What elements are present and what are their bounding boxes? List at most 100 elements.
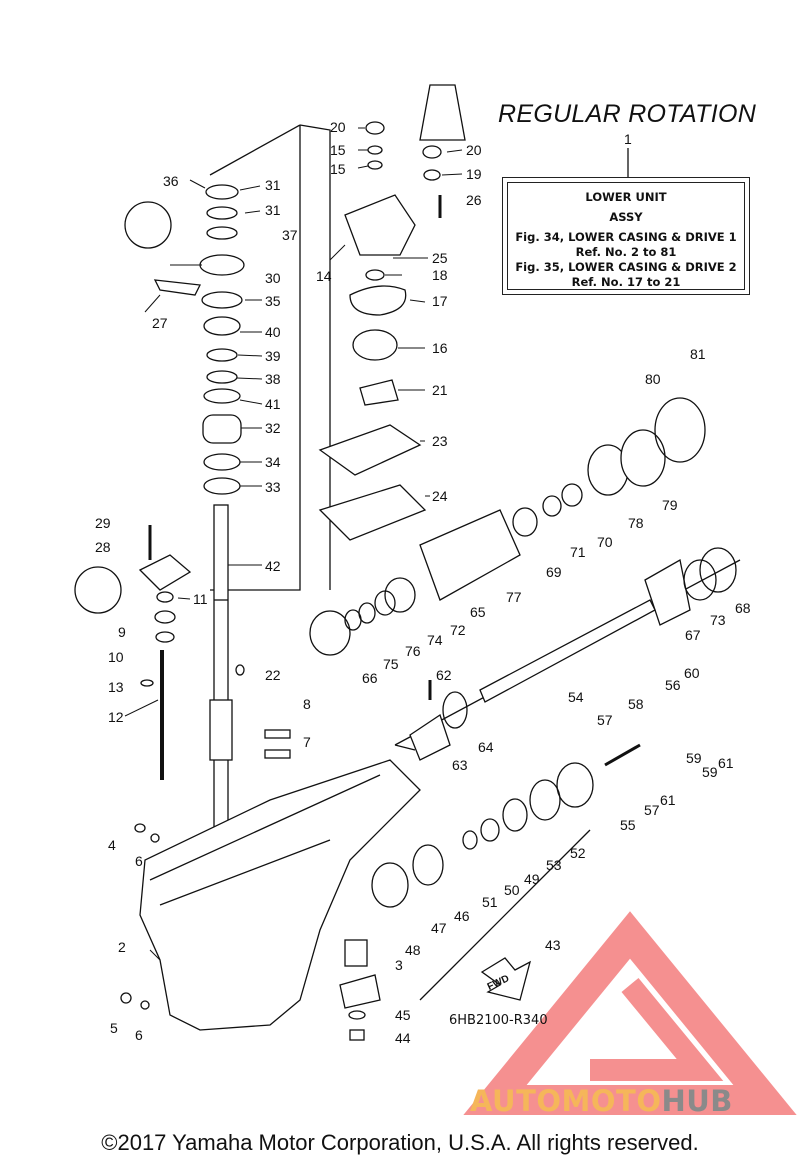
callout-65: 65 [470, 604, 486, 620]
lower-casing [139, 759, 421, 1031]
callout-80: 80 [645, 371, 661, 387]
callout-24: 24 [432, 488, 448, 504]
part-64 [442, 691, 468, 729]
callout-81: 81 [690, 346, 706, 362]
part-54 [479, 599, 656, 703]
callout-27: 27 [152, 315, 168, 331]
part-36 [205, 184, 239, 200]
callout-7: 7 [303, 734, 311, 750]
callout-13: 13 [108, 679, 124, 695]
watermark-text: AUTOMOTOHUB [470, 1084, 733, 1118]
part-35 [201, 291, 243, 309]
part-44 [349, 1029, 365, 1041]
part-27 [153, 279, 201, 296]
callout-74: 74 [427, 632, 443, 648]
callout-29: 29 [95, 515, 111, 531]
callout-35: 35 [265, 293, 281, 309]
callout-30: 30 [265, 270, 281, 286]
callout-76: 76 [405, 643, 421, 659]
callout-63: 63 [452, 757, 468, 773]
callout-1: 1 [624, 131, 632, 147]
callout-71: 71 [570, 544, 586, 560]
callout-5: 5 [110, 1020, 118, 1036]
part-46 [412, 844, 444, 886]
part-31a [206, 206, 238, 220]
callout-45: 45 [395, 1007, 411, 1023]
part-79 [620, 429, 666, 487]
part-76 [358, 602, 376, 624]
part-6a [150, 833, 160, 843]
part-15a [367, 145, 383, 155]
callout-41: 41 [265, 396, 281, 412]
callout-20b: 20 [466, 142, 482, 158]
part-55 [604, 743, 641, 767]
part-63 [409, 713, 451, 761]
diagram-title: REGULAR ROTATION [498, 100, 757, 128]
part-10 [155, 631, 175, 643]
part-16 [352, 329, 398, 361]
callout-11: 11 [193, 591, 208, 607]
part-24 [318, 484, 427, 541]
callout-51: 51 [482, 894, 498, 910]
callout-64: 64 [478, 739, 494, 755]
callout-39: 39 [265, 348, 281, 364]
callout-75: 75 [383, 656, 399, 672]
part-80 [654, 397, 706, 463]
callout-34: 34 [265, 454, 281, 470]
part-45 [348, 1010, 366, 1020]
callout-25: 25 [432, 250, 448, 266]
part-72 [384, 577, 416, 613]
detail-inset-clip [74, 566, 122, 614]
part-65 [419, 509, 521, 601]
ref-line-4: Ref. No. 2 to 81 [575, 245, 677, 259]
callout-22: 22 [265, 667, 281, 683]
callout-6a: 6 [135, 853, 143, 869]
callout-31a: 31 [265, 177, 281, 193]
reference-box: LOWER UNIT ASSY Fig. 34, LOWER CASING & … [502, 177, 750, 295]
ref-line-5: Fig. 35, LOWER CASING & DRIVE 2 [515, 260, 737, 274]
ref-line-2: ASSY [609, 210, 643, 224]
part-19 [423, 169, 441, 181]
callout-32: 32 [265, 420, 281, 436]
callout-61a: 61 [718, 755, 734, 771]
fwd-arrow [480, 957, 532, 1001]
part-68 [699, 547, 737, 593]
part-28 [138, 554, 192, 591]
part-73 [683, 559, 717, 601]
part-32 [202, 414, 242, 444]
part-pinion [339, 974, 381, 1009]
part-40 [203, 316, 241, 336]
callout-18: 18 [432, 267, 448, 283]
callout-48: 48 [405, 942, 421, 958]
part-67 [644, 558, 691, 626]
callout-26: 26 [466, 192, 482, 208]
part-39 [206, 348, 238, 362]
part-33 [203, 477, 241, 495]
drive-shaft [213, 504, 229, 836]
callout-60: 60 [684, 665, 700, 681]
callout-57b: 57 [644, 802, 660, 818]
callout-68: 68 [735, 600, 751, 616]
callout-15a: 15 [330, 142, 346, 158]
watermark-logo [463, 911, 797, 1115]
callout-28: 28 [95, 539, 111, 555]
callout-67: 67 [685, 627, 701, 643]
callout-55: 55 [620, 817, 636, 833]
callout-8: 8 [303, 696, 311, 712]
part-7 [264, 749, 291, 759]
ref-line-3: Fig. 34, LOWER CASING & DRIVE 1 [515, 230, 737, 244]
callout-23: 23 [432, 433, 448, 449]
part-47 [371, 862, 409, 908]
part-3 [344, 939, 368, 967]
callout-37: 37 [282, 227, 298, 243]
watermark-part-2: HUB [661, 1084, 733, 1118]
callout-59a: 59 [686, 750, 702, 766]
callout-42: 42 [265, 558, 281, 574]
watermark-part-1: AUTOMOTO [470, 1084, 662, 1118]
callout-79: 79 [662, 497, 678, 513]
callout-53: 53 [546, 857, 562, 873]
assembly-line-drive-shaft [209, 124, 301, 176]
ref-line-6: Ref. No. 17 to 21 [571, 275, 681, 289]
part-23 [318, 424, 422, 476]
callout-78: 78 [628, 515, 644, 531]
